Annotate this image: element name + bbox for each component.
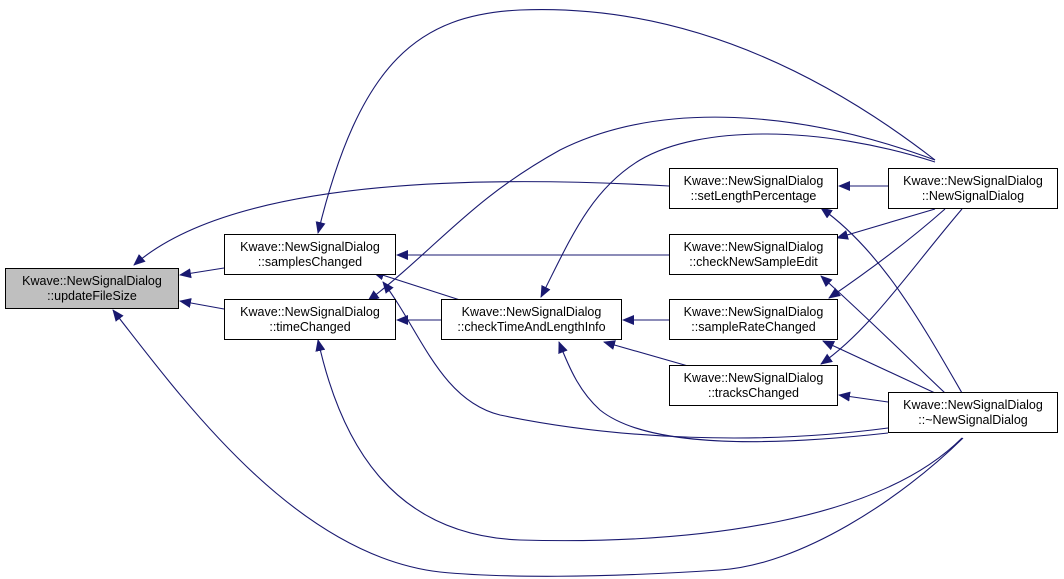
edge-dtor-timeChanged: [315, 339, 963, 542]
node-check-time-and-length-info[interactable]: Kwave::NewSignalDialog ::checkTimeAndLen…: [441, 299, 622, 340]
node-label-line2: ::checkNewSampleEdit: [689, 254, 818, 269]
node-label-line1: Kwave::NewSignalDialog: [903, 173, 1043, 188]
node-label-line2: ::~NewSignalDialog: [918, 412, 1028, 427]
edge-dtor-checkNewSampleEdit: [820, 275, 946, 394]
node-label-line2: ::setLengthPercentage: [690, 188, 817, 203]
edge-dtor-samplesChanged: [382, 281, 889, 439]
node-new-signal-dialog[interactable]: Kwave::NewSignalDialog ::NewSignalDialog: [888, 168, 1058, 209]
node-update-file-size: Kwave::NewSignalDialog ::updateFileSize: [5, 268, 179, 309]
edge-ctor-samplesChanged: [315, 9, 936, 234]
edge-ctor-checkTimeAndLengthInfo: [540, 133, 936, 298]
node-label-line1: Kwave::NewSignalDialog: [903, 397, 1043, 412]
node-label-line1: Kwave::NewSignalDialog: [22, 273, 162, 288]
node-label-line1: Kwave::NewSignalDialog: [240, 239, 380, 254]
edge-dtor-tracksChanged: [838, 391, 889, 403]
edge-tracksChanged-checkTimeAndLengthInfo: [603, 340, 689, 367]
node-destructor-new-signal-dialog[interactable]: Kwave::NewSignalDialog ::~NewSignalDialo…: [888, 392, 1058, 433]
edge-setLengthPercentage-updateFileSize: [133, 181, 670, 266]
node-time-changed[interactable]: Kwave::NewSignalDialog ::timeChanged: [224, 299, 396, 340]
node-check-new-sample-edit[interactable]: Kwave::NewSignalDialog ::checkNewSampleE…: [669, 234, 838, 275]
node-set-length-percentage[interactable]: Kwave::NewSignalDialog ::setLengthPercen…: [669, 168, 838, 209]
edge-dtor-checkTimeAndLengthInfo: [558, 341, 889, 443]
node-sample-rate-changed[interactable]: Kwave::NewSignalDialog ::sampleRateChang…: [669, 299, 838, 340]
node-label-line1: Kwave::NewSignalDialog: [240, 304, 380, 319]
node-label-line2: ::NewSignalDialog: [921, 188, 1025, 203]
edge-dtor-setLengthPercentage: [820, 207, 963, 394]
node-label-line1: Kwave::NewSignalDialog: [683, 370, 824, 385]
edge-ctor-sampleRateChanged: [828, 208, 946, 299]
edge-ctor-tracksChanged: [820, 208, 963, 365]
edge-ctor-checkNewSampleEdit: [836, 208, 936, 240]
node-label-line1: Kwave::NewSignalDialog: [683, 239, 824, 254]
node-label-line2: ::samplesChanged: [257, 254, 363, 269]
edge-dtor-updateFileSize: [112, 309, 964, 577]
node-label-line1: Kwave::NewSignalDialog: [683, 304, 824, 319]
edge-samplesChanged-updateFileSize: [179, 267, 225, 279]
node-label-line2: ::timeChanged: [269, 319, 351, 334]
node-label-line2: ::tracksChanged: [707, 385, 800, 400]
node-tracks-changed[interactable]: Kwave::NewSignalDialog ::tracksChanged: [669, 365, 838, 406]
edge-dtor-sampleRateChanged: [822, 340, 936, 394]
edges: [112, 9, 964, 577]
node-samples-changed[interactable]: Kwave::NewSignalDialog ::samplesChanged: [224, 234, 396, 275]
edge-ctor-timeChanged: [367, 116, 936, 302]
node-label-line2: ::sampleRateChanged: [691, 319, 816, 334]
node-label-line1: Kwave::NewSignalDialog: [461, 304, 602, 319]
node-label-line2: ::checkTimeAndLengthInfo: [457, 319, 606, 334]
node-label-line2: ::updateFileSize: [47, 288, 137, 303]
node-label-line1: Kwave::NewSignalDialog: [683, 173, 824, 188]
edge-timeChanged-updateFileSize: [179, 298, 225, 310]
edge-checkTimeAndLengthInfo-samplesChanged: [372, 270, 461, 301]
